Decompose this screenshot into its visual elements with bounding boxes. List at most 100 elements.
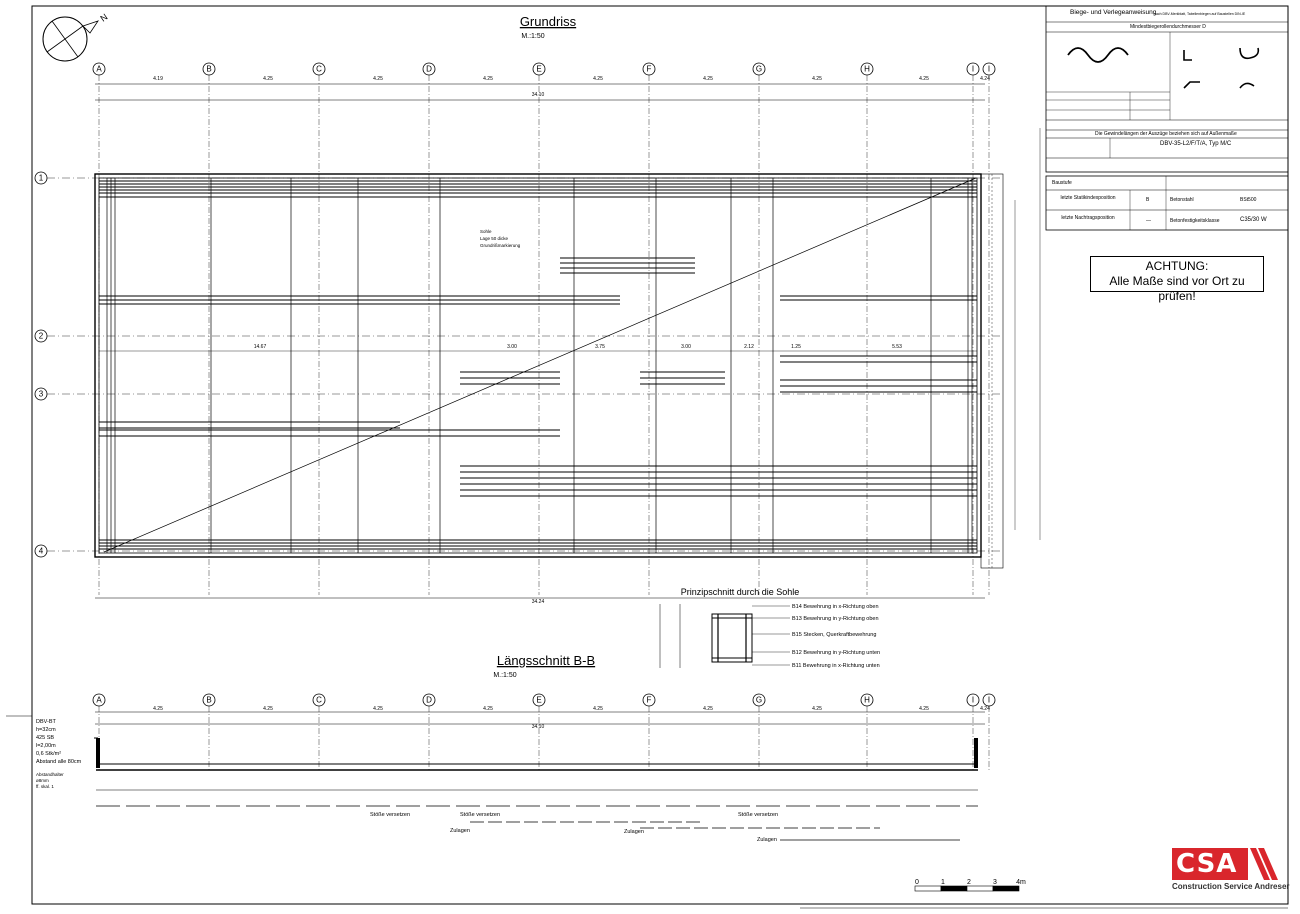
plan-axis-label-y: 2 — [39, 332, 44, 341]
section-axis-label-x: G — [756, 696, 762, 705]
sheet-frame — [31, 5, 1289, 905]
plan-title: Grundriss — [520, 14, 577, 29]
section-span-dimension: 4.25 — [812, 706, 822, 712]
logo-mark: CSA — [1172, 848, 1248, 880]
section-label-1: Stöße versetzen — [370, 812, 410, 818]
section-span-dimension: 4.25 — [373, 706, 383, 712]
plan-span-dimension: 4.25 — [373, 76, 383, 82]
plan-axis-label-x: D — [426, 65, 432, 74]
section-span-dimension: 4.25 — [703, 706, 713, 712]
section-left-note-2: h=32cm — [36, 727, 56, 733]
notice-line-2: Alle Maße sind vor Ort zu prüfen! — [1109, 274, 1245, 303]
plan-span-dimension: 4.25 — [919, 76, 929, 82]
section-label-2: Stöße versetzen — [460, 812, 500, 818]
section-scale: M.:1:50 — [493, 672, 516, 679]
graphic-scale-bar — [914, 885, 1020, 892]
section-axis-label-x: I — [972, 696, 974, 705]
plan-total-dimension: 34.10 — [532, 92, 545, 98]
section-label-5: Zulagen — [624, 829, 644, 835]
plan-span-dimension: 4.25 — [593, 76, 603, 82]
section-left-note-4: l=2,00m — [36, 743, 56, 749]
section-label-6: Zulagen — [757, 837, 777, 843]
plan-span-dimension: 4.25 — [703, 76, 713, 82]
section-axis-label-x: D — [426, 696, 432, 705]
section-span-dimension: 4.25 — [593, 706, 603, 712]
plan-axis-label-y: 4 — [39, 547, 44, 556]
scale-bar-label: 1 — [941, 879, 945, 886]
scale-bar-label: 3 — [993, 879, 997, 886]
logo-letters: CSA — [1176, 849, 1238, 879]
section-axis-label-x: E — [536, 696, 541, 705]
plan-slab-note-3: Grundrißmarkierung — [480, 243, 521, 248]
plan-axis-label-x: I — [988, 65, 990, 74]
plan-slab-note-1: Sohle — [480, 229, 492, 234]
logo-company-name: Construction Service Andreser — [1172, 882, 1290, 891]
section-span-dimension: 4.25 — [483, 706, 493, 712]
title-block-header-note: nach DBV-Merkblatt, Tabellenbiegen auf B… — [1154, 12, 1246, 16]
plan-inner-dimension: 14.67 — [254, 344, 267, 350]
plan-axis-label-x: E — [536, 65, 541, 74]
title-block-row2-label: letzte Nachtragsposition — [1061, 215, 1115, 221]
plan-span-dimension: 4.19 — [153, 76, 163, 82]
section-left-note-3: 425 SB — [36, 735, 54, 741]
company-logo: CSA Construction Service Andreser — [1172, 848, 1290, 894]
section-axis-label-x: C — [316, 696, 322, 705]
plan-slab-note-2: Lage 50 dicke — [480, 236, 509, 241]
section-axis-label-x: B — [206, 696, 211, 705]
plan-axis-label-x: G — [756, 65, 762, 74]
title-block-row2-right-label: Betonfestigkeitsklasse — [1170, 218, 1220, 224]
plan-axis-label-x: A — [96, 65, 102, 74]
title-block — [1045, 5, 1289, 173]
plan-inner-dimension: 3.00 — [507, 344, 517, 350]
section-span-dimension: 4.24 — [980, 706, 990, 712]
principle-item: B15 Stecken, Querkraftbewehrung — [792, 632, 876, 638]
section-axis-label-x: I — [988, 696, 990, 705]
section-span-dimension: 4.25 — [919, 706, 929, 712]
north-arrow-icon: N — [42, 12, 109, 62]
plan-span-dimension: 4.24 — [980, 76, 990, 82]
plan-axis-label-x: I — [972, 65, 974, 74]
plan-axis-label-y: 3 — [39, 390, 44, 399]
plan-span-dimension: 4.25 — [483, 76, 493, 82]
section-span-dimension: 4.25 — [263, 706, 273, 712]
principle-item: B11 Bewehrung in x-Richtung unten — [792, 663, 880, 669]
title-block-row2-value: — — [1146, 218, 1151, 224]
title-block-lower — [1045, 175, 1289, 231]
section-left-note-8: ø8mm — [36, 778, 49, 783]
scale-bar-labels: 0 1 2 3 4m — [915, 879, 1026, 886]
plan-inner-dimension: 3.00 — [681, 344, 691, 350]
section-title: Längsschnitt B-B — [497, 653, 595, 668]
principle-section-drawing — [659, 604, 753, 668]
plan-inner-dimension: 5.53 — [892, 344, 902, 350]
title-block-header: Biege- und Verlegeanweisung — [1070, 9, 1157, 16]
logo-stripes-icon — [1250, 848, 1278, 880]
section-total-dimension: 34.10 — [532, 724, 545, 730]
plan-bottom-total-dimension: 34.24 — [532, 599, 545, 605]
section-left-note-5: 0,6 Stk/m² — [36, 751, 61, 757]
plan-scale: M.:1:50 — [521, 33, 544, 40]
plan-inner-dimension: 3.75 — [595, 344, 605, 350]
plan-axis-label-x: C — [316, 65, 322, 74]
plan-axis-label-x: B — [206, 65, 211, 74]
plan-axis-label-x: F — [647, 65, 652, 74]
title-block-row2-right-value: C35/30 W — [1240, 217, 1267, 223]
scale-bar-label: 0 — [915, 879, 919, 886]
scale-bar-label: 4m — [1016, 879, 1026, 886]
title-block-subheader: Mindestbiegerollendurchmesser D — [1130, 24, 1206, 30]
title-block-row1-right-label: Betonstahl — [1170, 197, 1194, 203]
scale-bar-label: 2 — [967, 879, 971, 886]
plan-rebar-lines — [99, 178, 977, 553]
plan-inner-dimension: 1.25 — [791, 344, 801, 350]
plan-right-detail — [980, 128, 1041, 569]
section-label-4: Zulagen — [450, 828, 470, 834]
title-block-row1-label: letzte Statikindexposition — [1060, 195, 1116, 201]
principle-item: B12 Bewehrung in y-Richtung unten — [792, 650, 880, 656]
section-label-3: Stöße versetzen — [738, 812, 778, 818]
